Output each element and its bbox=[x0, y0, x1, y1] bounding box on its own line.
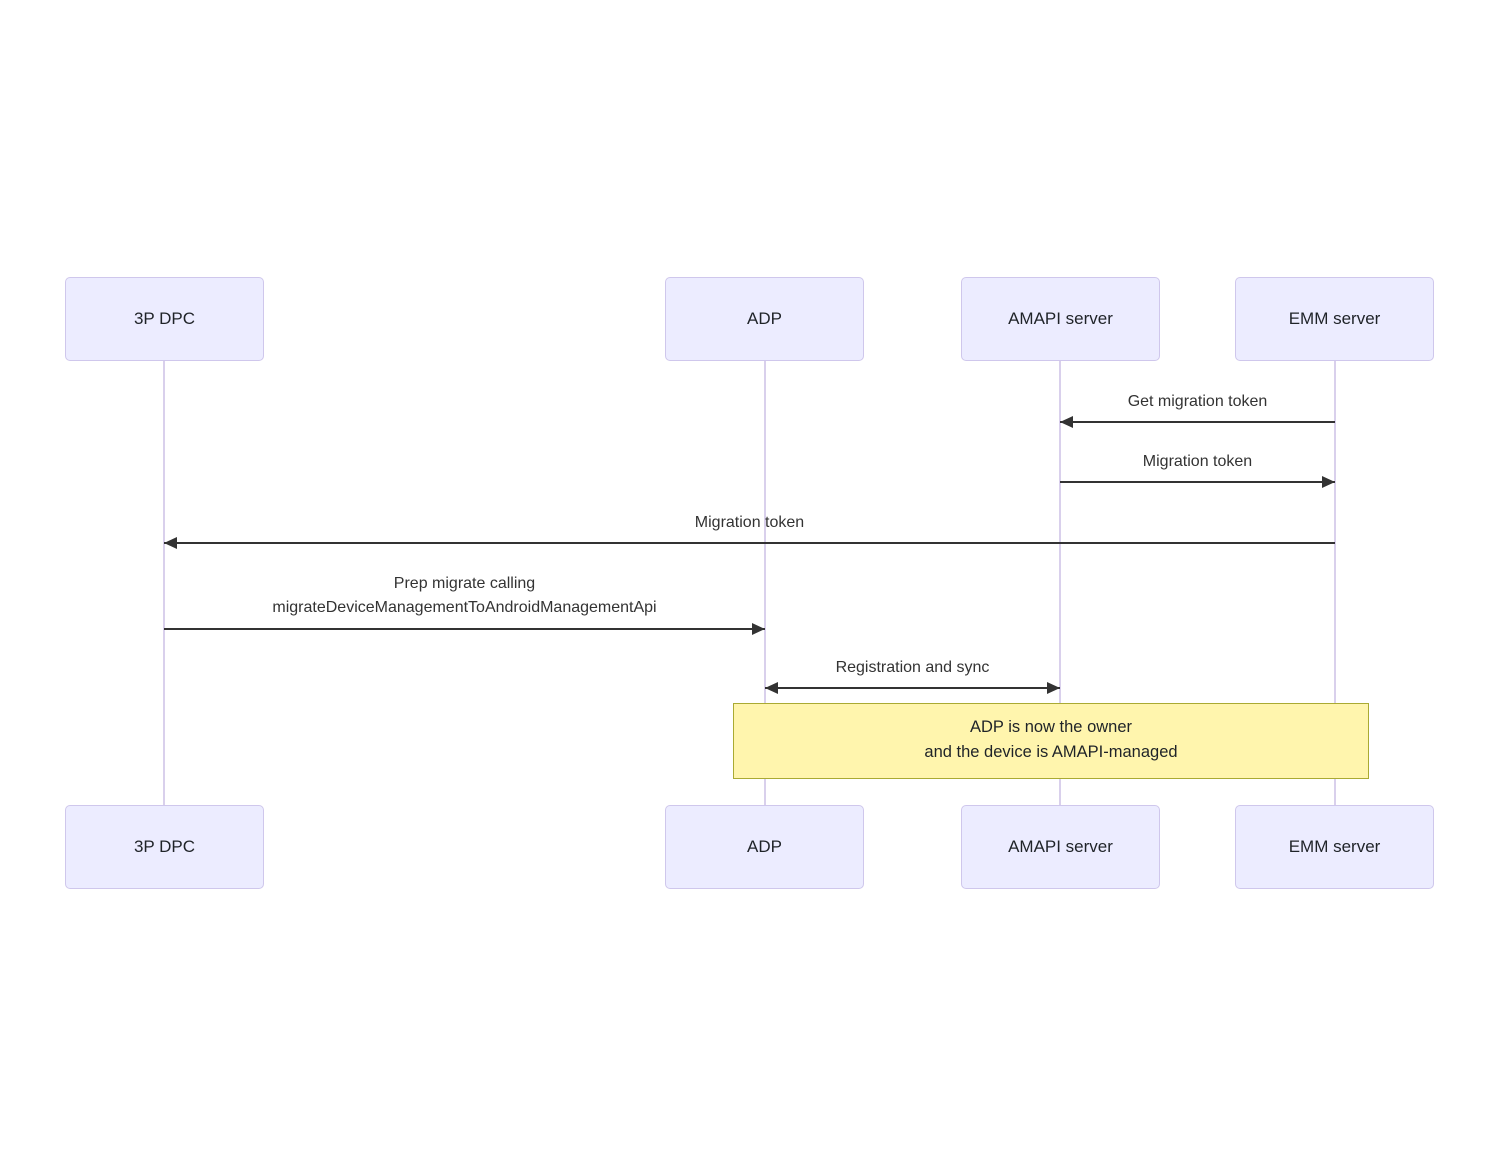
note-line: ADP is now the owner bbox=[969, 718, 1133, 736]
actor-box-adp-bottom: ADP bbox=[665, 805, 864, 889]
note-box: ADP is now the owner and the device is A… bbox=[733, 703, 1369, 779]
arrowhead-right-icon bbox=[1322, 476, 1335, 488]
message-arrow-migration-token-reply bbox=[1060, 476, 1335, 488]
message-label-line: migrateDeviceManagementToAndroidManageme… bbox=[272, 599, 657, 616]
actor-label: AMAPI server bbox=[1008, 837, 1113, 856]
actor-box-emm-server-bottom: EMM server bbox=[1235, 805, 1434, 889]
actor-label: EMM server bbox=[1288, 309, 1381, 328]
actor-box-amapi-server-top: AMAPI server bbox=[961, 277, 1160, 361]
message-arrow-registration-and-sync bbox=[765, 682, 1060, 694]
actor-label: EMM server bbox=[1288, 837, 1381, 856]
arrowhead-right-icon bbox=[752, 623, 765, 635]
lifeline-amapi-server bbox=[1059, 361, 1061, 805]
message-arrow-prep-migrate bbox=[164, 623, 765, 635]
message-arrow-migration-token-to-dpc bbox=[164, 537, 1335, 549]
actor-label: 3P DPC bbox=[133, 837, 196, 856]
actor-box-3p-dpc-top: 3P DPC bbox=[65, 277, 264, 361]
lifeline-adp bbox=[764, 361, 766, 805]
actor-box-3p-dpc-bottom: 3P DPC bbox=[65, 805, 264, 889]
message-arrow-get-migration-token bbox=[1060, 416, 1335, 428]
message-label-get-migration-token: Get migration token bbox=[1127, 393, 1268, 410]
message-label-migration-token-reply: Migration token bbox=[1142, 453, 1253, 470]
arrowhead-right-icon bbox=[1047, 682, 1060, 694]
note-line: and the device is AMAPI-managed bbox=[924, 743, 1178, 761]
lifeline-3p-dpc bbox=[163, 361, 165, 805]
arrowhead-left-icon bbox=[164, 537, 177, 549]
message-label-prep-migrate: Prep migrate calling migrateDeviceManage… bbox=[164, 572, 765, 620]
actor-label: AMAPI server bbox=[1008, 309, 1113, 328]
actor-box-amapi-server-bottom: AMAPI server bbox=[961, 805, 1160, 889]
actor-label: 3P DPC bbox=[133, 309, 196, 328]
arrowhead-left-icon bbox=[765, 682, 778, 694]
actor-box-adp-top: ADP bbox=[665, 277, 864, 361]
actor-box-emm-server-top: EMM server bbox=[1235, 277, 1434, 361]
lifeline-emm-server bbox=[1334, 361, 1336, 805]
message-label-migration-token-to-dpc: Migration token bbox=[694, 514, 805, 531]
actor-label: ADP bbox=[747, 309, 782, 328]
actor-label: ADP bbox=[747, 837, 782, 856]
message-label-line: Prep migrate calling bbox=[393, 575, 536, 592]
arrowhead-left-icon bbox=[1060, 416, 1073, 428]
message-label-registration-and-sync: Registration and sync bbox=[835, 659, 990, 676]
